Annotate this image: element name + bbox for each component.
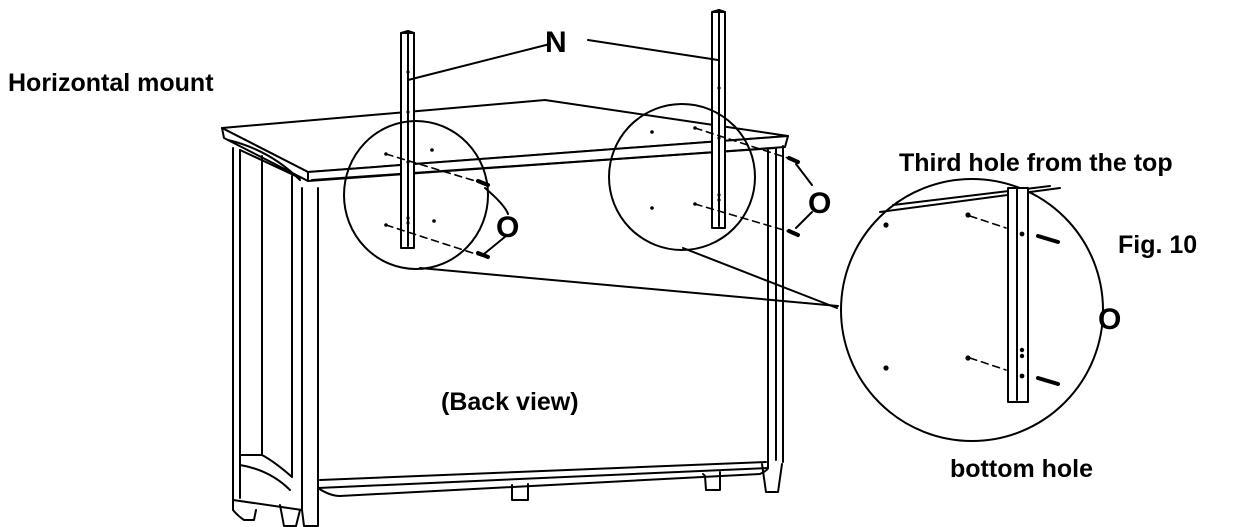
screw-o-left-top <box>476 179 490 187</box>
cabinet-back-panel <box>301 147 776 511</box>
detail-circle-right <box>608 103 756 251</box>
bracket-n-right <box>711 9 726 229</box>
cabinet-top <box>221 99 789 182</box>
part-label-o-zoom: O <box>1098 303 1122 336</box>
screw-o-right-bottom <box>787 229 800 237</box>
screw-o-left-bottom <box>476 251 490 259</box>
screw-path-left <box>385 153 483 257</box>
cabinet-legs <box>232 463 783 527</box>
mount-title: Horizontal mount <box>8 69 214 97</box>
part-label-o-left: O <box>496 211 520 244</box>
screw-o-right-top <box>787 156 800 164</box>
hole-note: Third hole from the top <box>899 149 1173 177</box>
cabinet-right-side <box>767 145 784 469</box>
figure-number: Fig. 10 <box>1118 231 1198 259</box>
part-label-o-right: O <box>808 187 832 220</box>
bottom-hole-note: bottom hole <box>950 455 1094 483</box>
detail-circle-left <box>343 120 489 270</box>
bracket-n-left <box>400 30 415 249</box>
screw-path-right <box>694 127 795 234</box>
magnifier-connector <box>419 247 839 309</box>
part-label-n: N <box>545 26 567 59</box>
mounting-holes <box>384 70 1025 379</box>
cabinet-left-side <box>232 147 303 511</box>
view-caption: (Back view) <box>441 388 579 416</box>
detail-circle-zoom <box>840 178 1104 442</box>
